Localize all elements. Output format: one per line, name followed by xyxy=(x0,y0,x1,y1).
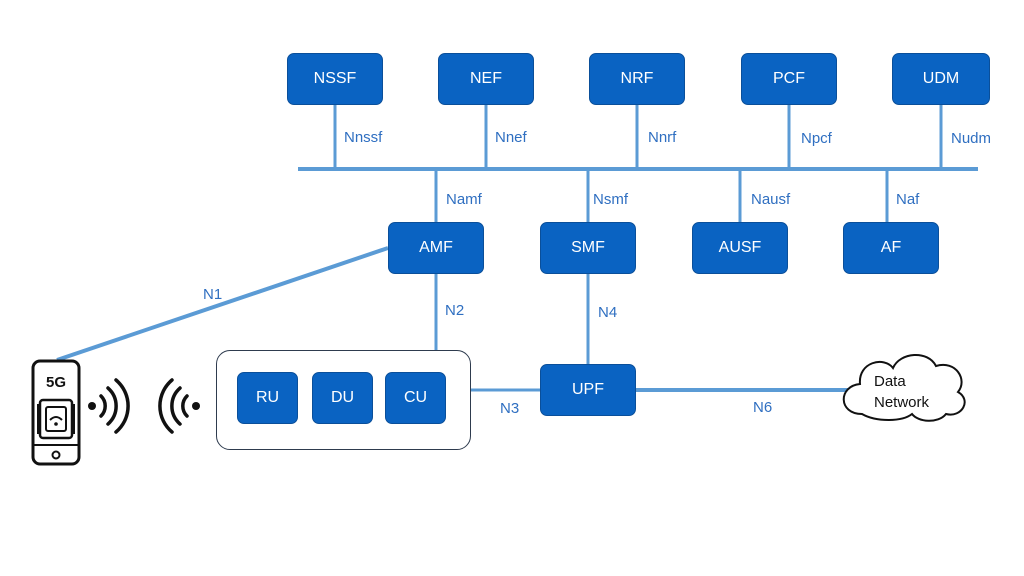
smartphone-5g-icon xyxy=(31,359,81,466)
n4-label: N4 xyxy=(598,304,618,321)
n3-label: N3 xyxy=(500,400,520,417)
nnssf-label: Nnssf xyxy=(344,129,383,146)
du-box[interactable]: DU xyxy=(312,372,373,424)
device-5g-badge: 5G xyxy=(45,374,66,391)
smf-box[interactable]: SMF xyxy=(540,222,636,274)
n6-label: N6 xyxy=(753,399,773,416)
data-network-line1: Data xyxy=(874,373,906,390)
udm-box[interactable]: UDM xyxy=(892,53,990,105)
namf-label: Namf xyxy=(446,191,482,208)
n1-label: N1 xyxy=(203,286,223,303)
nssf-box[interactable]: NSSF xyxy=(287,53,383,105)
pcf-box[interactable]: PCF xyxy=(741,53,837,105)
nrf-box[interactable]: NRF xyxy=(589,53,685,105)
amf-box[interactable]: AMF xyxy=(388,222,484,274)
signal-waves-icon xyxy=(88,378,130,434)
nnef-label: Nnef xyxy=(495,129,527,146)
data-network-line2: Network xyxy=(874,394,930,411)
af-box[interactable]: AF xyxy=(843,222,939,274)
upf-box[interactable]: UPF xyxy=(540,364,636,416)
npcf-label: Npcf xyxy=(801,130,832,147)
cu-box[interactable]: CU xyxy=(385,372,446,424)
n1-line xyxy=(56,246,389,362)
ru-box[interactable]: RU xyxy=(237,372,298,424)
naf-label: Naf xyxy=(896,191,920,208)
n2-label: N2 xyxy=(445,302,465,319)
nef-box[interactable]: NEF xyxy=(438,53,534,105)
nsmf-label: Nsmf xyxy=(593,191,628,208)
nnrf-label: Nnrf xyxy=(648,129,677,146)
nausf-label: Nausf xyxy=(751,191,791,208)
ausf-box[interactable]: AUSF xyxy=(692,222,788,274)
cloud-icon xyxy=(842,354,966,422)
data-network-label: Data Network xyxy=(874,371,929,413)
nudm-label: Nudm xyxy=(951,130,992,147)
antenna-waves-icon xyxy=(158,378,200,434)
